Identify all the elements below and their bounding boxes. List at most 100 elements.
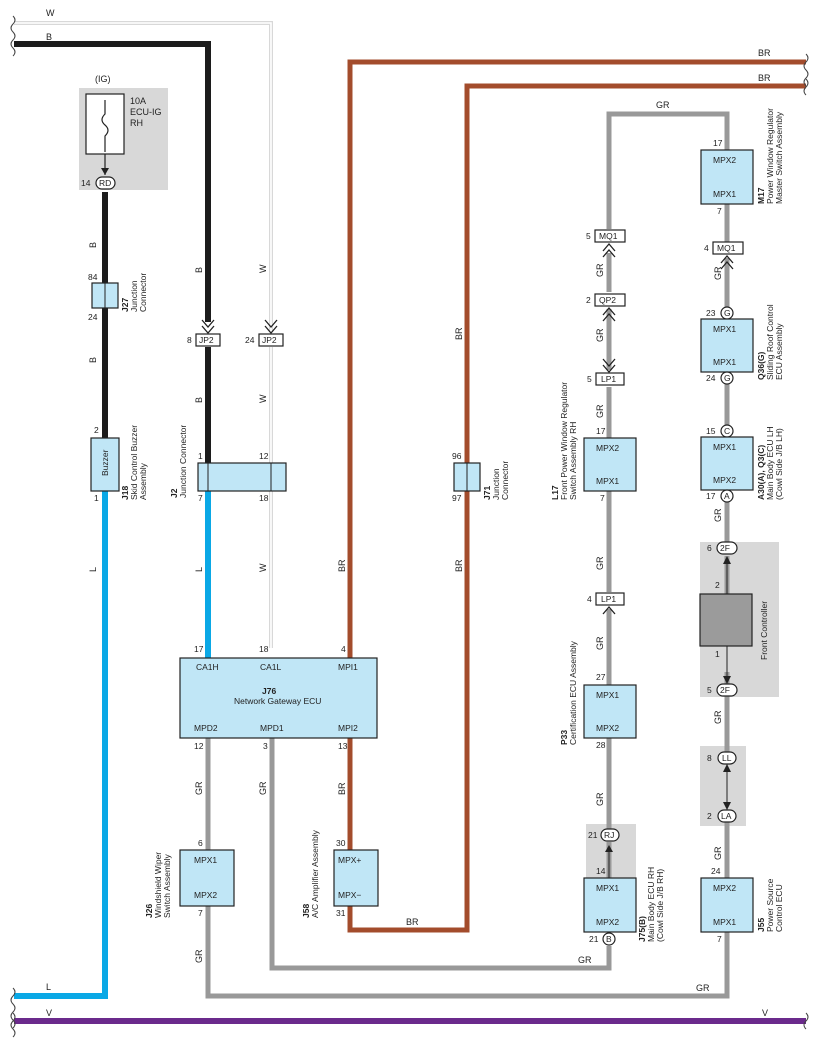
svg-text:24: 24 [245, 335, 255, 345]
svg-text:LL: LL [722, 753, 732, 763]
svg-text:4: 4 [704, 243, 709, 253]
wire-br-3 [347, 491, 470, 933]
svg-text:17: 17 [713, 138, 723, 148]
j2-junction-connector: 1 12 7 18 J2 Junction Connector [169, 425, 287, 503]
vlabel-gr-3: GR [258, 781, 268, 795]
svg-text:JP2: JP2 [199, 335, 214, 345]
vlabel-w-1: W [258, 264, 268, 273]
j27-name: Junction [129, 280, 139, 312]
svg-text:4: 4 [587, 594, 592, 604]
label-v-left: V [46, 1008, 52, 1018]
vlabel-b-2: B [88, 357, 98, 363]
mq1-a-chevron-icon [602, 243, 616, 258]
svg-text:J76: J76 [262, 686, 276, 696]
svg-text:L17: L17 [550, 485, 560, 500]
fuse-name2: RH [130, 118, 143, 128]
connector-mq1-b: MQ1 4 [704, 241, 744, 270]
vlabel-gr-8: GR [595, 636, 605, 650]
svg-text:2: 2 [707, 811, 712, 821]
svg-text:12: 12 [259, 451, 269, 461]
vlabel-gr-7: GR [595, 556, 605, 570]
svg-text:MPX2: MPX2 [194, 890, 217, 900]
j18-name2: Assembly [138, 462, 148, 500]
svg-text:5: 5 [586, 231, 591, 241]
svg-text:Q36(G): Q36(G) [756, 351, 766, 380]
vlabel-l-2: L [194, 567, 204, 572]
j27-pin-bottom: 24 [88, 312, 98, 322]
svg-text:23: 23 [706, 308, 716, 318]
wire-gr-j76-2 [269, 738, 612, 971]
svg-text:(Cowl Side J/B LH): (Cowl Side J/B LH) [774, 428, 784, 500]
label-br-2: BR [758, 73, 771, 83]
svg-text:MPX2: MPX2 [596, 443, 619, 453]
svg-text:P33: P33 [559, 730, 569, 745]
vlabel-b-3: B [194, 267, 204, 273]
vlabel-gr-9: GR [595, 792, 605, 806]
fuse-pin: 14 [81, 178, 91, 188]
lp1-a-chevron-icon [602, 358, 616, 373]
vlabel-gr-11: GR [713, 508, 723, 522]
label-br-bottom: BR [406, 917, 419, 927]
j55-power-source-control-ecu: MPX2 MPX1 24 7 J55 Power Source Control … [700, 866, 784, 944]
svg-text:24: 24 [706, 373, 716, 383]
svg-text:6: 6 [198, 838, 203, 848]
svg-text:J26: J26 [144, 904, 154, 918]
j18-name: Skid Control Buzzer [129, 425, 139, 500]
j71-junction-connector: 96 97 J71 Junction Connector [452, 451, 510, 503]
vlabel-br-3: BR [337, 559, 347, 572]
fuse-connector-label: RD [99, 178, 111, 188]
svg-text:J55: J55 [756, 918, 766, 932]
svg-text:MPX1: MPX1 [596, 476, 619, 486]
connector-mq1-a: MQ1 5 [586, 229, 626, 258]
vlabel-gr-6: GR [595, 404, 605, 418]
fuse-element-icon [101, 100, 109, 152]
svg-text:(Cowl Side J/B RH): (Cowl Side J/B RH) [655, 869, 665, 942]
label-gr-bottom-2: GR [696, 983, 710, 993]
rj-connector [600, 828, 620, 842]
svg-text:Windshield Wiper: Windshield Wiper [153, 852, 163, 918]
vlabel-b-1: B [88, 242, 98, 248]
svg-text:Junction: Junction [491, 468, 501, 500]
front-controller: 2F 6 2 Front Controller 1 2F 5 [699, 541, 769, 697]
j18-skid-control-buzzer: Buzzer 2 1 J18 Skid Control Buzzer Assem… [90, 425, 148, 503]
svg-text:1: 1 [198, 451, 203, 461]
a30-main-body-ecu-lh: C 15 MPX1 MPX2 A 17 A30(A), Q3(C) Main B… [700, 424, 784, 503]
svg-text:QP2: QP2 [599, 295, 616, 305]
j27-name2: Connector [138, 273, 148, 312]
svg-text:A: A [724, 491, 730, 501]
j75-main-body-ecu-rh: RJ 21 14 MPX1 MPX2 B 21 J75(B) Main Body… [583, 828, 665, 946]
svg-text:15: 15 [706, 426, 716, 436]
svg-text:13: 13 [338, 741, 348, 751]
svg-text:MPD1: MPD1 [260, 723, 284, 733]
svg-text:MPX1: MPX1 [596, 690, 619, 700]
q36-sliding-roof-control: G 23 MPX1 MPX1 G 24 Q36(G) Sliding Roof … [700, 304, 784, 385]
fuse-arrow-icon [101, 168, 109, 175]
svg-text:MPX1: MPX1 [713, 324, 736, 334]
svg-text:MPX1: MPX1 [713, 442, 736, 452]
svg-text:30: 30 [336, 838, 346, 848]
label-gr-bottom-1: GR [578, 955, 592, 965]
j18-inner: Buzzer [100, 449, 110, 476]
label-gr-top: GR [656, 100, 670, 110]
connector-jp2-a: JP2 8 [187, 319, 221, 347]
j27-pin-top: 84 [88, 272, 98, 282]
svg-text:MPX1: MPX1 [596, 883, 619, 893]
svg-text:7: 7 [198, 493, 203, 503]
rj-arrow-icon [605, 845, 613, 852]
svg-text:Junction Connector: Junction Connector [178, 425, 188, 498]
wire-gr-j76-1 [205, 738, 730, 999]
fuse-ecu-ig-rh: (IG) 10A ECU-IG RH RD 14 [81, 74, 162, 190]
svg-text:Front Controller: Front Controller [759, 601, 769, 660]
svg-text:CA1L: CA1L [260, 662, 282, 672]
j76-network-gateway-ecu: CA1H CA1L MPI1 J76 Network Gateway ECU M… [179, 644, 378, 751]
svg-text:18: 18 [259, 493, 269, 503]
svg-text:LA: LA [721, 811, 732, 821]
svg-text:MPI1: MPI1 [338, 662, 358, 672]
svg-text:27: 27 [596, 672, 606, 682]
svg-text:2: 2 [715, 580, 720, 590]
svg-text:21: 21 [589, 934, 599, 944]
j27-junction-connector: 84 24 J27 Junction Connector [88, 272, 148, 322]
svg-text:A30(A), Q3(C): A30(A), Q3(C) [756, 445, 766, 500]
fuse-name1: ECU-IG [130, 107, 162, 117]
